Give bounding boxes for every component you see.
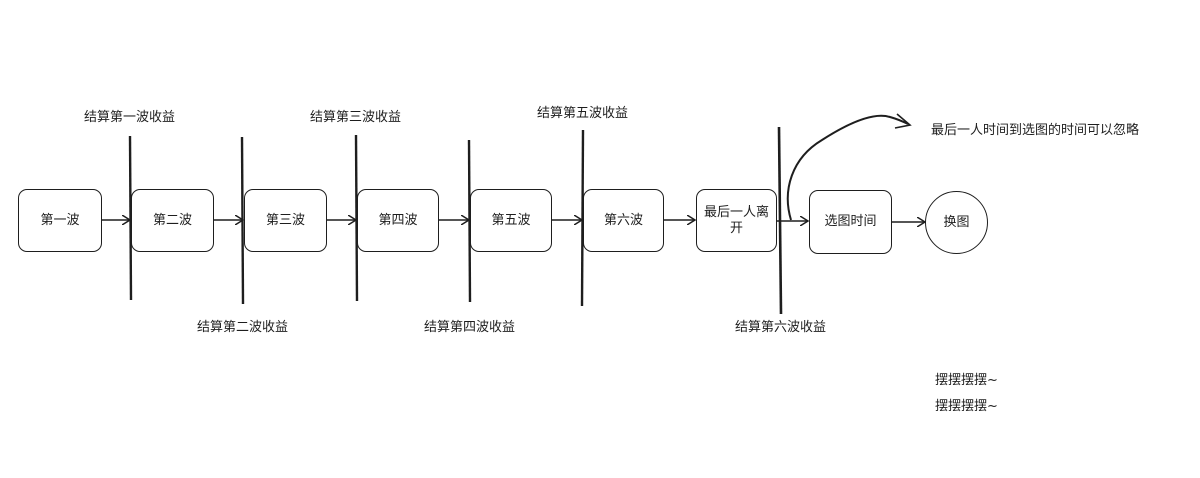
settlement-label-6: 结算第六波收益 xyxy=(735,320,827,335)
settlement-divider-2 xyxy=(240,136,245,305)
settlement-divider-1 xyxy=(128,135,133,301)
node-wave-3: 第三波 xyxy=(244,189,327,252)
annotation-curved-arrow xyxy=(786,114,909,221)
settlement-divider-3 xyxy=(354,134,359,302)
settlement-divider-6 xyxy=(777,126,783,315)
node-wave-1: 第一波 xyxy=(18,189,102,252)
settlement-label-3: 结算第三波收益 xyxy=(310,110,402,125)
settlement-divider-5 xyxy=(580,129,585,307)
settlement-label-1: 结算第一波收益 xyxy=(84,110,176,125)
note-line-1: 摆摆摆摆~ xyxy=(935,373,998,388)
node-wave-5: 第五波 xyxy=(470,189,552,252)
settlement-divider-4 xyxy=(467,139,472,303)
settlement-label-4: 结算第四波收益 xyxy=(424,320,516,335)
annotation-arrowhead xyxy=(894,113,912,129)
node-swap-map: 换图 xyxy=(925,191,988,254)
node-last-person-leaves: 最后一人离开 xyxy=(696,189,777,252)
note-line-2: 摆摆摆摆~ xyxy=(935,399,998,414)
annotation-text: 最后一人时间到选图的时间可以忽略 xyxy=(931,123,1140,138)
node-wave-2: 第二波 xyxy=(131,189,214,252)
node-wave-4: 第四波 xyxy=(357,189,439,252)
settlement-label-5: 结算第五波收益 xyxy=(537,106,629,121)
node-map-selection-time: 选图时间 xyxy=(809,190,892,254)
node-wave-6: 第六波 xyxy=(583,189,664,252)
settlement-label-2: 结算第二波收益 xyxy=(197,320,289,335)
